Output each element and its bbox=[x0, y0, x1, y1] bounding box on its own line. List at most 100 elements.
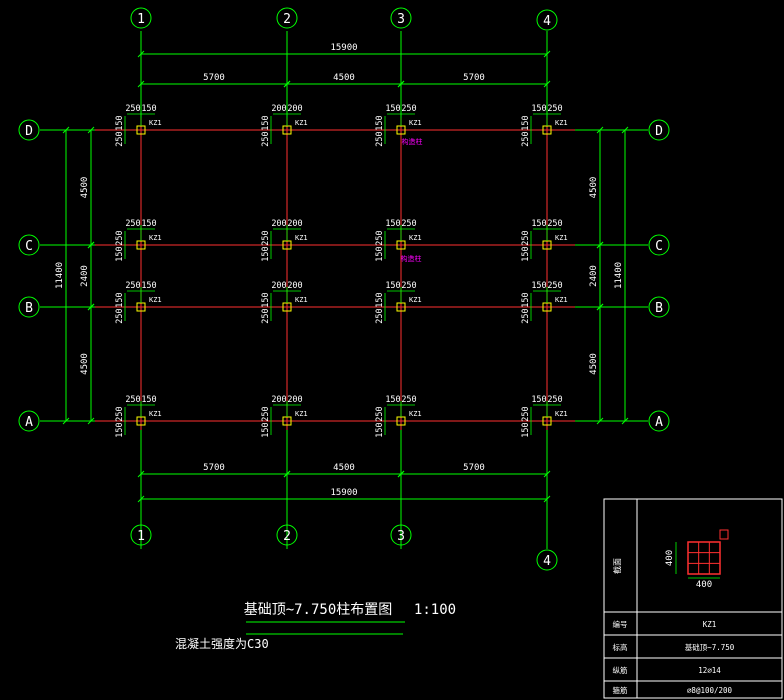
dimension-tick bbox=[87, 303, 95, 311]
column-offset-y-bottom: 150 bbox=[115, 422, 125, 437]
dimension-tick bbox=[137, 80, 145, 88]
column-offset-x-right: 200 bbox=[287, 395, 302, 405]
column-offset-x-right: 150 bbox=[141, 395, 156, 405]
drawing-subtitle: 混凝土强度为C30 bbox=[175, 636, 269, 651]
dimension-tick bbox=[283, 80, 291, 88]
column-label: KZ1 bbox=[295, 234, 308, 242]
legend-dim-height: 400 bbox=[665, 550, 675, 566]
column-offset-y-top: 150 bbox=[521, 292, 531, 307]
column-offset-y-top: 150 bbox=[115, 115, 125, 130]
dim-span-y-left-label: 2400 bbox=[80, 265, 90, 287]
column-offset-y-bottom: 250 bbox=[115, 131, 125, 146]
axis-bubble-2 bbox=[276, 524, 298, 546]
axis-bubble-B bbox=[18, 296, 40, 318]
column-offset-y-bottom: 250 bbox=[375, 308, 385, 323]
column-offset-y-top: 150 bbox=[521, 115, 531, 130]
column-offset-x-right: 250 bbox=[547, 395, 562, 405]
legend-table bbox=[603, 498, 783, 699]
dimension-tick bbox=[283, 470, 291, 478]
legend-row-label: 标高 bbox=[613, 642, 628, 652]
column-offset-x-left: 150 bbox=[385, 281, 400, 291]
dimension-tick bbox=[596, 417, 604, 425]
dimension-tick bbox=[596, 303, 604, 311]
column-label: KZ1 bbox=[295, 296, 308, 304]
column-offset-x-left: 150 bbox=[385, 219, 400, 229]
column-label: KZ1 bbox=[555, 296, 568, 304]
legend-section-label: 截面 bbox=[612, 558, 622, 574]
legend-dim-width: 400 bbox=[696, 580, 712, 590]
dim-total-y-right-label: 11400 bbox=[614, 262, 624, 289]
legend-row-value: 12⌀14 bbox=[698, 666, 721, 675]
column-offset-x-left: 200 bbox=[271, 104, 286, 114]
column-offset-y-top: 150 bbox=[375, 115, 385, 130]
note-constructional-column: 构造柱 bbox=[401, 254, 422, 263]
column-label: KZ1 bbox=[295, 410, 308, 418]
column-label: KZ1 bbox=[409, 234, 422, 242]
dimension-tick bbox=[62, 126, 70, 134]
legend-row-label: 编号 bbox=[613, 619, 628, 629]
column-offset-x-right: 200 bbox=[287, 281, 302, 291]
column-offset-y-bottom: 150 bbox=[261, 422, 271, 437]
column-label: KZ1 bbox=[149, 119, 162, 127]
column-offset-y-bottom: 150 bbox=[261, 246, 271, 261]
dim-span-x-bottom-label: 5700 bbox=[463, 463, 485, 473]
dim-span-x-bottom-label: 4500 bbox=[333, 463, 355, 473]
dimension-tick bbox=[397, 470, 405, 478]
column-label: KZ1 bbox=[409, 410, 422, 418]
dimension-tick bbox=[62, 417, 70, 425]
column-offset-y-top: 150 bbox=[375, 292, 385, 307]
column-label: KZ1 bbox=[409, 119, 422, 127]
column-offset-y-top: 250 bbox=[375, 406, 385, 421]
axis-label-C: C bbox=[25, 239, 33, 254]
dimension-tick bbox=[543, 80, 551, 88]
column-label: KZ1 bbox=[295, 119, 308, 127]
axis-label-D: D bbox=[25, 124, 33, 139]
axis-bubble-D bbox=[648, 119, 670, 141]
column-offset-x-left: 200 bbox=[271, 281, 286, 291]
column-label: KZ1 bbox=[555, 119, 568, 127]
dimension-tick bbox=[596, 126, 604, 134]
dimension-tick bbox=[596, 241, 604, 249]
column-offset-y-top: 250 bbox=[375, 230, 385, 245]
axis-label-4: 4 bbox=[543, 554, 551, 569]
legend-row-label: 箍筋 bbox=[613, 685, 628, 695]
column-label: KZ1 bbox=[149, 296, 162, 304]
column-offset-x-left: 250 bbox=[125, 281, 140, 291]
column-offset-x-right: 250 bbox=[547, 104, 562, 114]
column-offset-x-right: 250 bbox=[401, 395, 416, 405]
axis-bubble-C bbox=[648, 234, 670, 256]
column-offset-y-bottom: 150 bbox=[375, 246, 385, 261]
note-constructional-column: 构造柱 bbox=[402, 137, 423, 146]
dim-total-x-top-label: 15900 bbox=[330, 43, 357, 53]
dim-span-y-right-label: 2400 bbox=[589, 265, 599, 287]
column-offset-x-left: 150 bbox=[531, 395, 546, 405]
column-offset-x-right: 150 bbox=[141, 104, 156, 114]
axis-label-A: A bbox=[25, 415, 33, 430]
column-offset-x-left: 150 bbox=[531, 281, 546, 291]
column-label: KZ1 bbox=[409, 296, 422, 304]
dimension-tick bbox=[621, 417, 629, 425]
axis-bubble-4 bbox=[536, 9, 558, 31]
axis-label-1: 1 bbox=[137, 529, 145, 544]
legend-section-outline bbox=[687, 541, 721, 575]
axis-label-3: 3 bbox=[397, 529, 405, 544]
dim-total-x-bottom-label: 15900 bbox=[330, 488, 357, 498]
column-offset-x-left: 150 bbox=[531, 219, 546, 229]
column-offset-y-top: 150 bbox=[261, 292, 271, 307]
dimension-tick bbox=[87, 126, 95, 134]
dimension-tick bbox=[137, 495, 145, 503]
column-offset-x-right: 250 bbox=[401, 281, 416, 291]
column-offset-y-top: 250 bbox=[521, 230, 531, 245]
dimension-tick bbox=[87, 417, 95, 425]
column-label: KZ1 bbox=[555, 234, 568, 242]
column-offset-x-left: 150 bbox=[385, 395, 400, 405]
axis-bubble-1 bbox=[130, 7, 152, 29]
axis-bubble-D bbox=[18, 119, 40, 141]
dim-span-x-top-label: 5700 bbox=[203, 73, 225, 83]
column-offset-y-top: 250 bbox=[521, 406, 531, 421]
legend-row-value: KZ1 bbox=[703, 620, 717, 629]
column-offset-y-top: 250 bbox=[115, 230, 125, 245]
column-offset-y-top: 250 bbox=[115, 406, 125, 421]
legend-row-label: 纵筋 bbox=[613, 665, 628, 675]
